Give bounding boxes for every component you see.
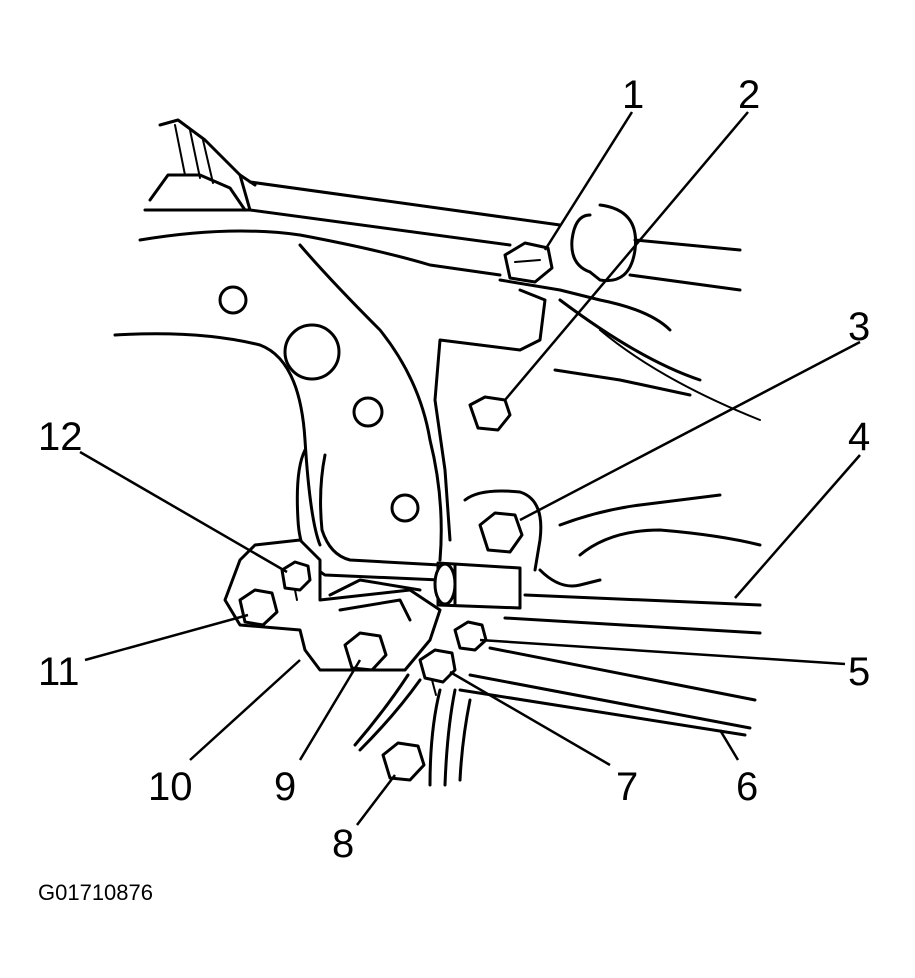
stabilizer-rod (295, 448, 522, 610)
bolt-1 (503, 241, 554, 284)
callout-10: 10 (148, 765, 193, 809)
lower-mount-bracket (223, 538, 442, 672)
callout-9: 9 (274, 765, 296, 809)
callouts: 1 2 3 4 5 6 7 8 9 10 11 12 (38, 73, 870, 866)
leader-lines (79, 111, 861, 826)
bolt-12 (280, 560, 312, 601)
bolt-9 (343, 631, 388, 672)
callout-4: 4 (848, 415, 870, 459)
figure-id: G01710876 (38, 880, 153, 905)
bolt-5 (453, 620, 488, 652)
callout-3: 3 (848, 305, 870, 349)
upper-frame-rail (143, 118, 742, 292)
callout-2: 2 (738, 73, 760, 117)
callout-1: 1 (622, 73, 644, 117)
callout-5: 5 (848, 650, 870, 694)
callout-12: 12 (38, 415, 83, 459)
bolt-2 (468, 395, 512, 432)
bolt-8 (381, 741, 426, 782)
bolt-3 (478, 511, 524, 554)
bolt-7 (418, 648, 457, 696)
bolt-11 (238, 588, 279, 627)
lower-lines (353, 673, 472, 787)
callout-6: 6 (736, 765, 758, 809)
control-arm-plate (113, 229, 761, 562)
callout-8: 8 (332, 822, 354, 866)
callout-7: 7 (616, 765, 638, 809)
callout-11: 11 (38, 650, 80, 694)
right-bracket (458, 489, 762, 737)
